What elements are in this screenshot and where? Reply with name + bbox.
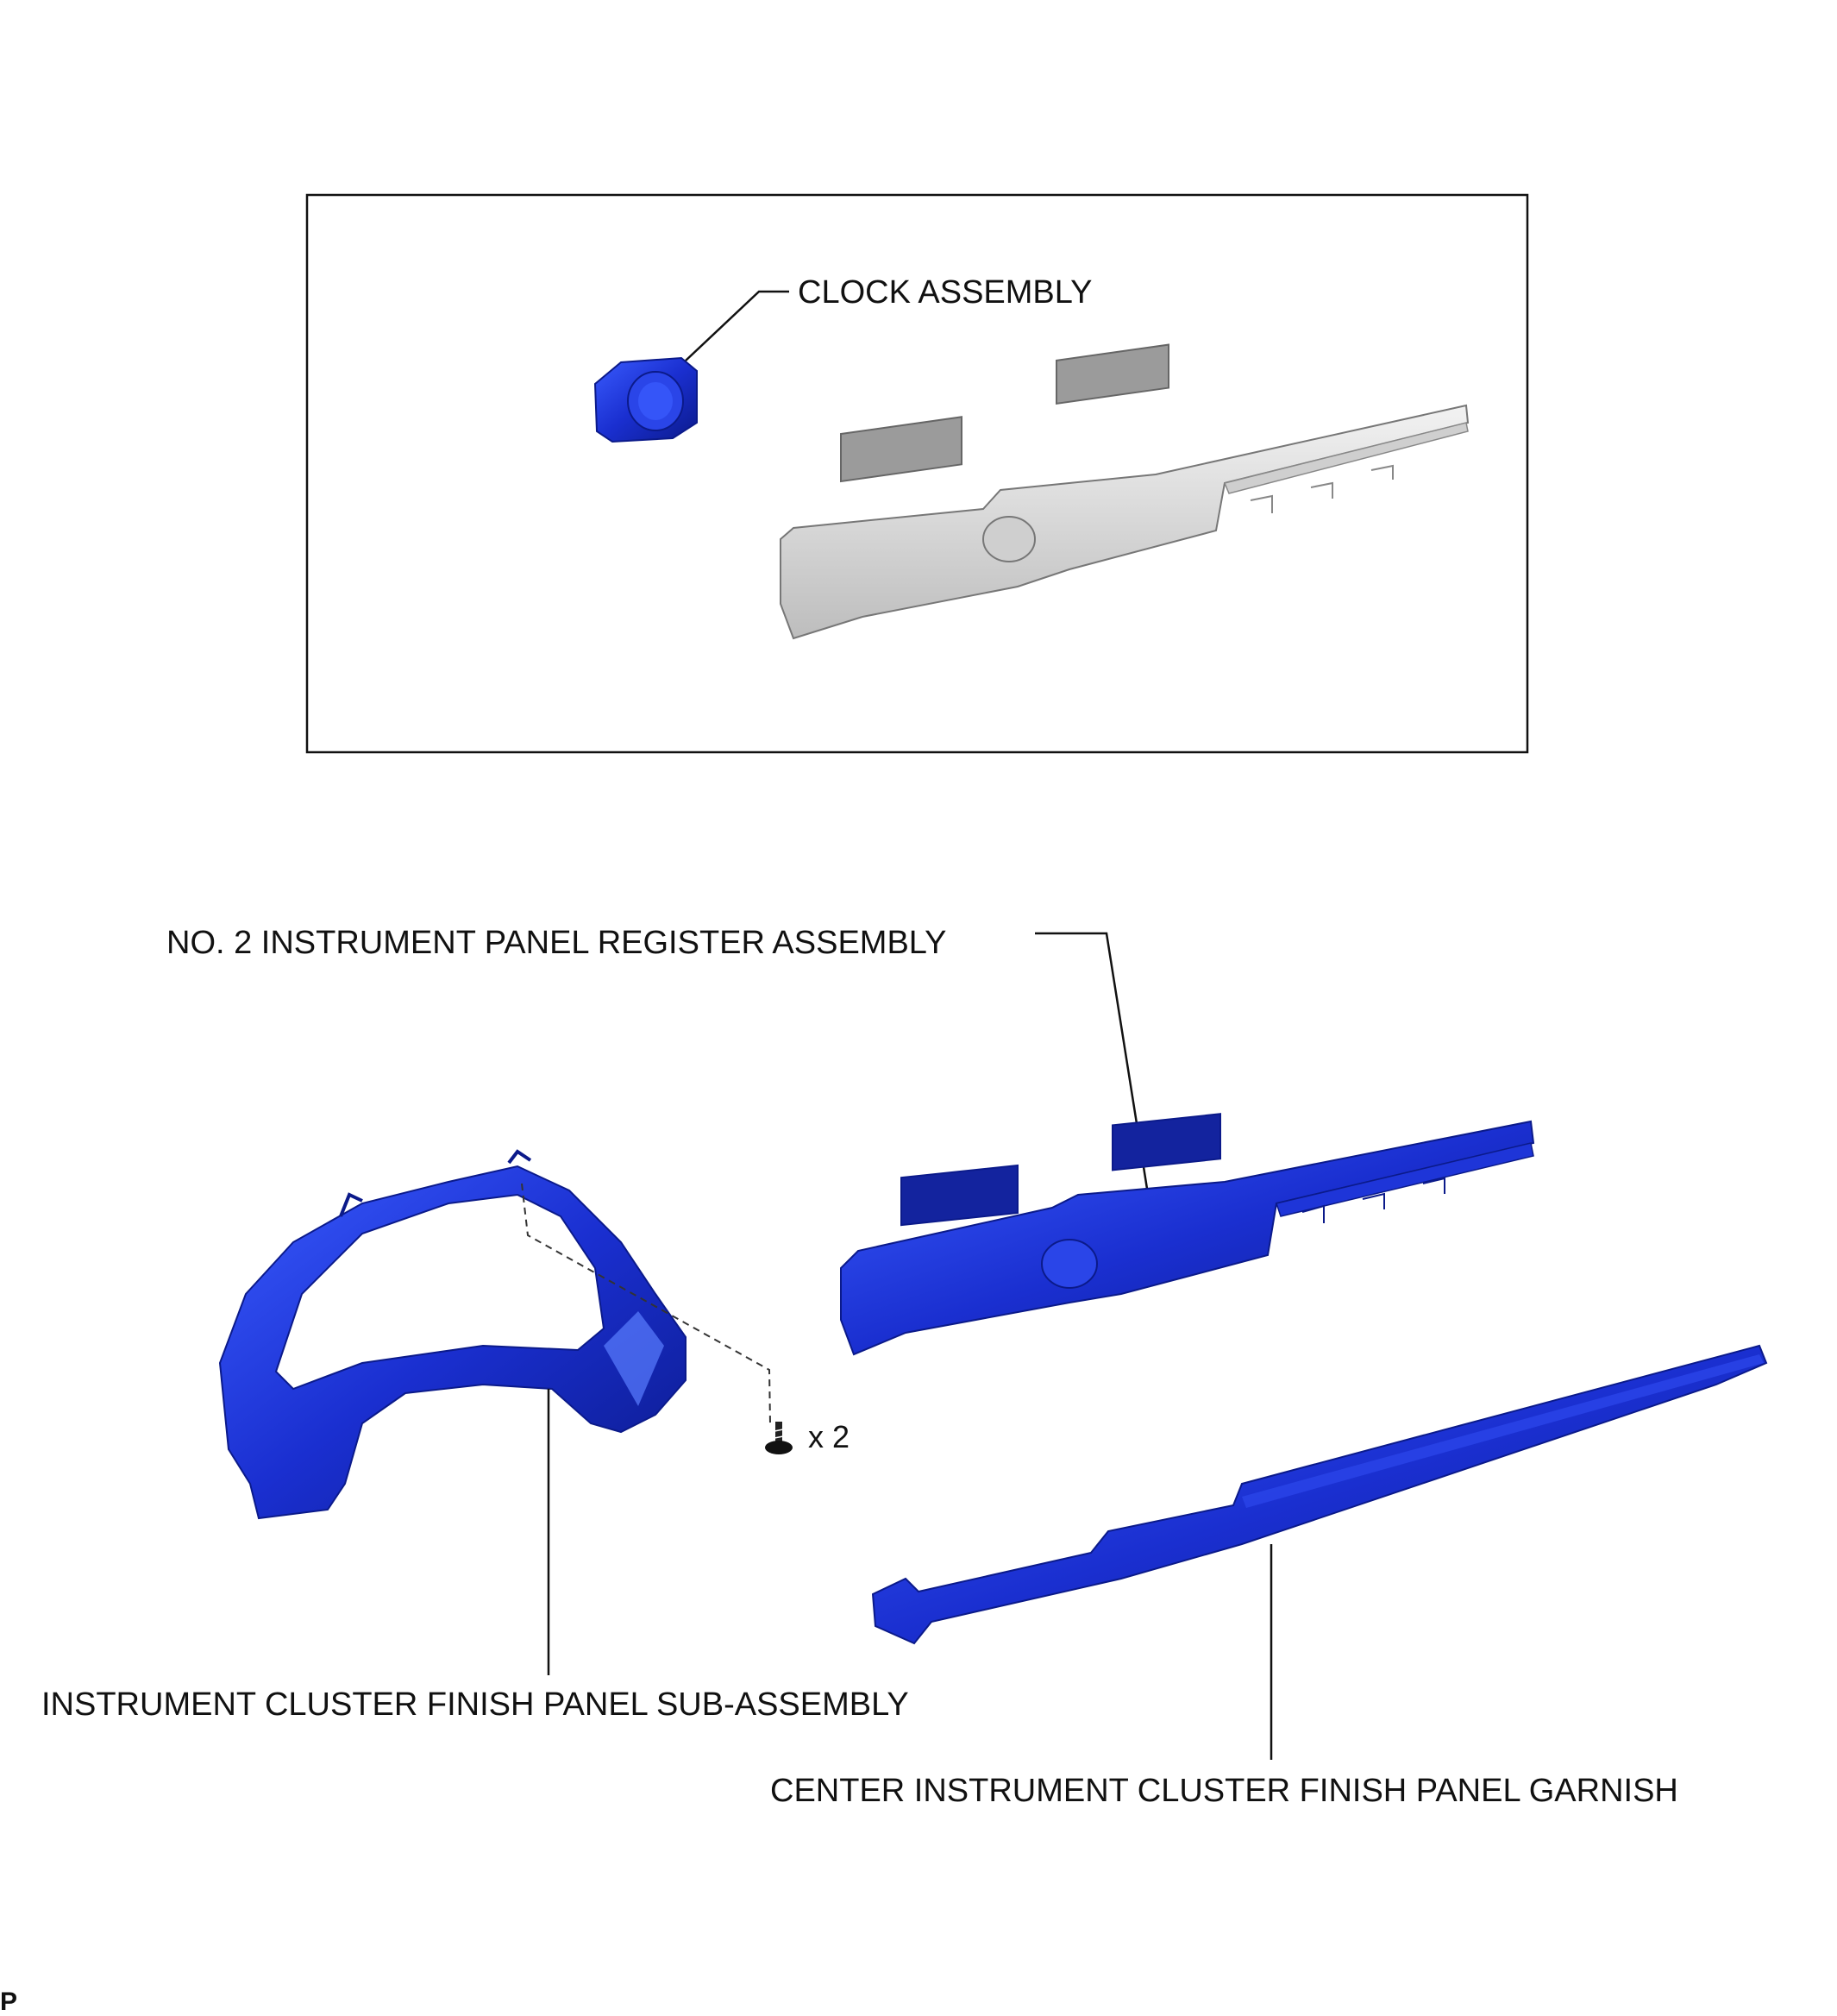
center-garnish-label: CENTER INSTRUMENT CLUSTER FINISH PANEL G… bbox=[770, 1773, 1678, 1809]
register-assembly-gray-part bbox=[780, 343, 1470, 640]
screw-dashed-leader bbox=[521, 1183, 771, 1424]
finish-panel-sub-assembly-part bbox=[218, 1149, 687, 1520]
inset-frame bbox=[305, 193, 1529, 754]
clock-leader-line bbox=[685, 290, 789, 361]
register-assembly-part bbox=[840, 1113, 1535, 1356]
clock-assembly-label: CLOCK ASSEMBLY bbox=[798, 274, 1092, 311]
screw-count-label: x 2 bbox=[808, 1419, 850, 1454]
register-leader-line bbox=[1035, 932, 1149, 1190]
register-assembly-label: NO. 2 INSTRUMENT PANEL REGISTER ASSEMBLY bbox=[166, 925, 946, 961]
clock-assembly-part bbox=[593, 356, 698, 443]
finish-panel-sub-assembly-label: INSTRUMENT CLUSTER FINISH PANEL SUB-ASSE… bbox=[41, 1686, 909, 1723]
corner-mark: P bbox=[0, 1988, 17, 2016]
center-garnish-part bbox=[871, 1344, 1768, 1645]
screw-icon bbox=[765, 1422, 793, 1454]
